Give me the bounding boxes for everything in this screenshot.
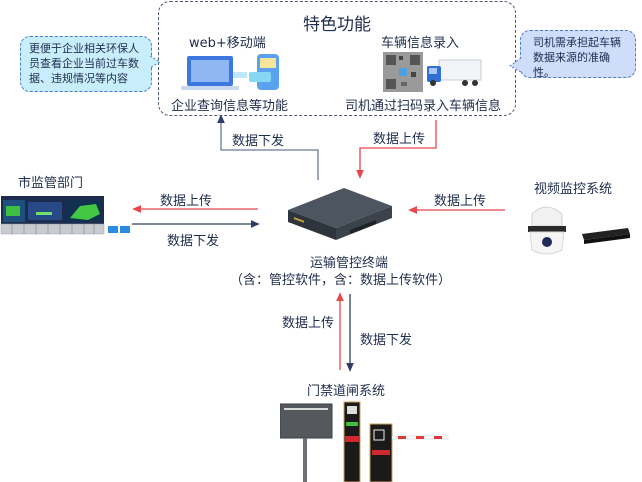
terminal-name: 运输管控终端 xyxy=(310,256,389,271)
callout-right-tail xyxy=(509,57,522,73)
gate-devices-icon xyxy=(280,401,449,482)
callout-left: 更便于企业相关环保人员查看企业当前过车数据、违规情况等内容 xyxy=(20,36,152,92)
label-top-upload: 数据上传 xyxy=(373,132,426,147)
server-icon xyxy=(288,188,392,240)
arrow-top-download xyxy=(217,114,319,180)
callout-left-tail xyxy=(150,55,161,69)
feature-box: 特色功能 web+移动端 企业查询信息等功能 车辆信息录入 司机通过扫码录入车辆… xyxy=(158,1,516,116)
web-heading: web+移动端 xyxy=(189,36,266,51)
label-left-download: 数据下发 xyxy=(167,234,220,249)
label-top-download: 数据下发 xyxy=(232,134,285,149)
label-right-upload: 数据上传 xyxy=(434,194,487,209)
regulator-label: 市监管部门 xyxy=(18,176,84,191)
qr-code-icon xyxy=(383,52,423,92)
terminal-description: （含：管控软件，含：数据上传软件） xyxy=(230,273,452,288)
label-bottom-upload: 数据上传 xyxy=(282,316,335,331)
label-left-upload: 数据上传 xyxy=(160,194,213,209)
arrow-top-upload xyxy=(356,120,437,179)
camera-nvr-icon xyxy=(528,206,630,255)
vehicle-heading: 车辆信息录入 xyxy=(381,36,460,51)
web-caption: 企业查询信息等功能 xyxy=(171,99,289,114)
vehicle-caption: 司机通过扫码录入车辆信息 xyxy=(345,99,502,114)
feature-title: 特色功能 xyxy=(303,15,371,35)
truck-icon xyxy=(427,59,482,86)
label-bottom-download: 数据下发 xyxy=(360,333,413,348)
web-mobile-illustration xyxy=(181,54,279,90)
video-system-label: 视频监控系统 xyxy=(534,182,613,197)
video-wall-icon xyxy=(0,196,130,235)
callout-right: 司机需承担起车辆数据来源的准确性。 xyxy=(520,30,636,79)
gate-system-label: 门禁道闸系统 xyxy=(307,384,386,399)
